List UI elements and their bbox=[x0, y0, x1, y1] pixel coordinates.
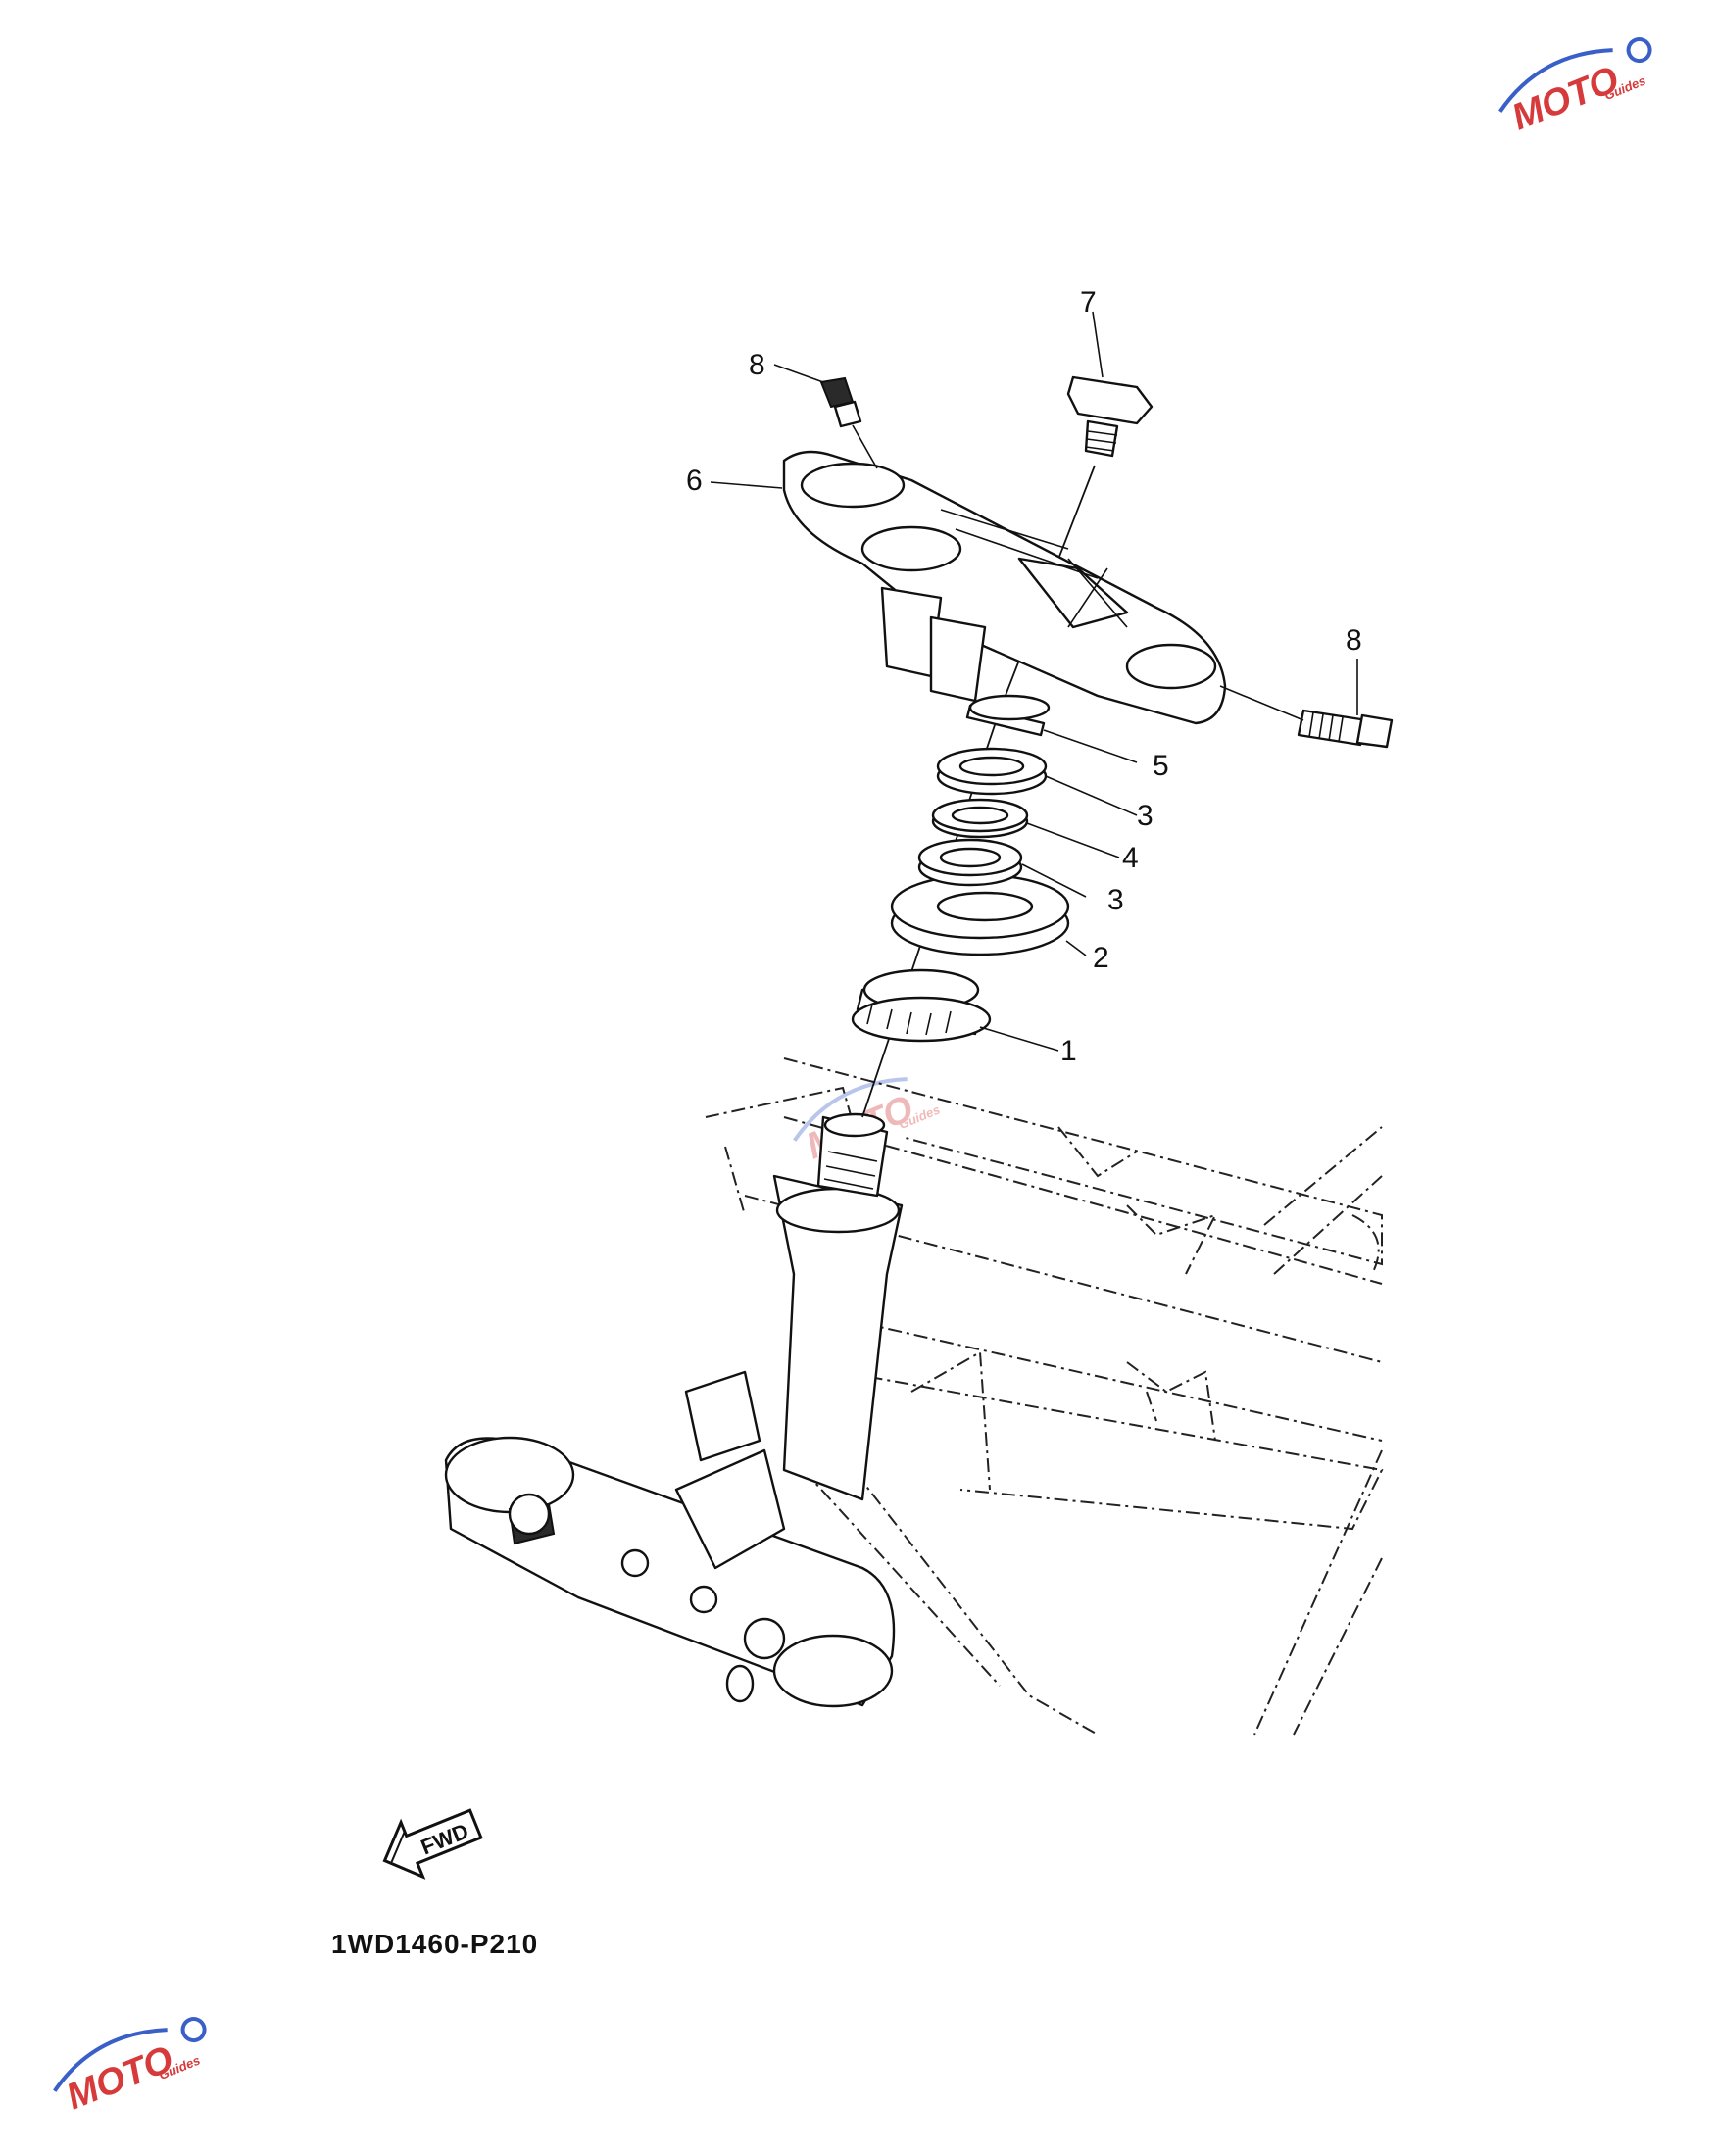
callout-3-upper: 3 bbox=[1137, 800, 1154, 832]
callout-6: 6 bbox=[686, 465, 703, 497]
part-1-bearing bbox=[851, 968, 992, 1043]
callout-3-lower: 3 bbox=[1107, 884, 1124, 916]
callout-4: 4 bbox=[1122, 842, 1139, 874]
frame-phantom-outline bbox=[705, 1057, 1384, 1736]
callout-5: 5 bbox=[1153, 750, 1169, 782]
part-4-lock-washer bbox=[931, 798, 1029, 839]
lower-bracket bbox=[444, 1370, 896, 1708]
callout-2: 2 bbox=[1093, 942, 1109, 974]
callout-7: 7 bbox=[1080, 286, 1097, 318]
callout-8-right: 8 bbox=[1346, 624, 1362, 657]
callout-1: 1 bbox=[1060, 1035, 1077, 1067]
watermark-logo-bottom: MOTO Guides bbox=[53, 2017, 207, 2119]
head-pipe bbox=[772, 1112, 904, 1501]
part-3-ring-nut-upper bbox=[936, 747, 1048, 796]
part-2-bearing-cover bbox=[890, 873, 1070, 956]
callout-8-upper: 8 bbox=[749, 349, 765, 381]
part-3-ring-nut-lower bbox=[917, 838, 1023, 887]
part-8-clamp-bolt-right bbox=[1297, 709, 1394, 749]
part-6-upper-bracket bbox=[782, 450, 1227, 725]
part-8-pinch-bolt-upper bbox=[819, 376, 862, 428]
part-5-ring bbox=[965, 694, 1051, 737]
part-7-stem-bolt bbox=[1066, 375, 1154, 458]
watermark-logo-top: MOTO Guides bbox=[1498, 37, 1652, 139]
fwd-arrow-icon: FWD bbox=[382, 1808, 483, 1880]
callout-labels: 1 2 3 3 4 5 6 7 8 8 bbox=[686, 286, 1362, 1067]
callout-leaders bbox=[710, 311, 1358, 1052]
diagram-reference-code: 1WD1460-P210 bbox=[331, 1929, 539, 1959]
